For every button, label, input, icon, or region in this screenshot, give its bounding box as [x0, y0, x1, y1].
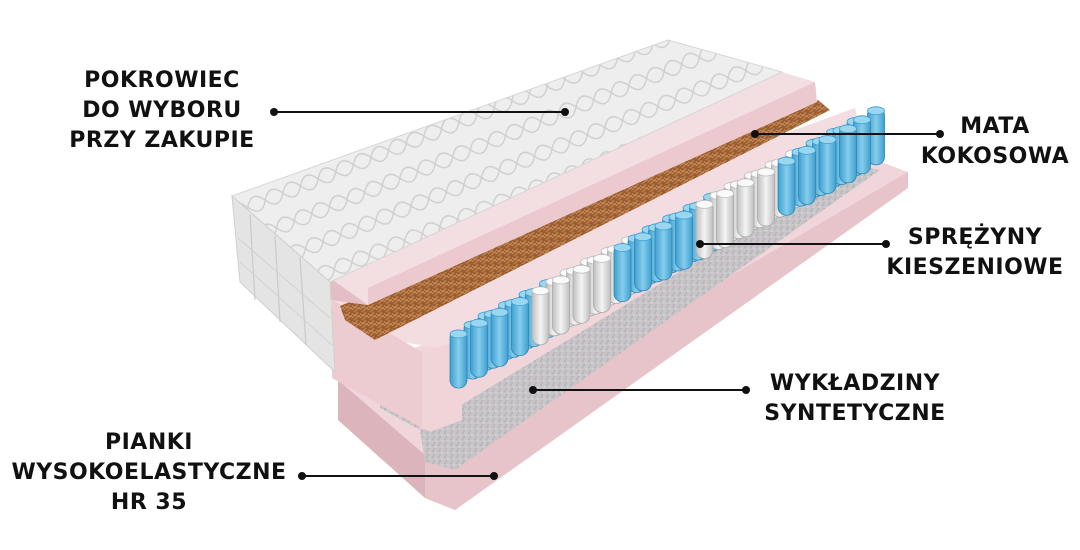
felt-label-line-1: WYKŁADZINY: [769, 371, 941, 396]
spring-coil: [449, 329, 468, 389]
spring-coil: [818, 135, 837, 195]
spring-coil: [470, 318, 488, 378]
spring-coil: [695, 199, 714, 259]
spring-coil: [839, 124, 857, 184]
springs-label-line-1: SPRĘŻYNY: [907, 225, 1043, 250]
cover-leader-dot: [270, 108, 278, 116]
coconut-label-line-1: MATA: [960, 114, 1030, 139]
spring-coil: [654, 221, 673, 281]
cover-label: POKROWIEC DO WYBORU PRZY ZAKUPIE: [62, 66, 262, 156]
coconut-mat-layer: [340, 100, 830, 340]
spring-coil: [757, 167, 775, 227]
leader-lines: [270, 108, 944, 480]
foam-label-line-1: PIANKI: [105, 430, 193, 455]
cover-label-line-2: DO WYBORU: [82, 98, 242, 123]
quilted-cover: [231, 39, 784, 374]
spring-coil: [777, 156, 796, 216]
cover-label-line-3: PRZY ZAKUPIE: [69, 128, 255, 153]
felt-label-line-2: SYNTETYCZNE: [764, 401, 946, 426]
spring-coil: [490, 307, 509, 367]
cover-label-line-1: POKROWIEC: [84, 68, 240, 93]
spring-coil: [634, 232, 652, 292]
spring-coil: [613, 243, 632, 303]
spring-coil: [511, 297, 529, 357]
foam-label-line-3: HR 35: [110, 490, 188, 515]
spring-coil: [675, 210, 693, 270]
spring-coil: [736, 178, 755, 238]
top-foam-layer: [330, 72, 817, 305]
spring-coil: [798, 145, 816, 205]
coconut-label-line-2: KOKOSOWA: [920, 144, 1070, 169]
pocket-springs: [449, 106, 885, 389]
spring-coil: [716, 189, 734, 249]
springs-label-line-2: KIESZENIOWE: [886, 255, 1064, 280]
spring-coil: [552, 275, 570, 335]
foam-label: PIANKI WYSOKOELASTYCZNE HR 35: [4, 428, 294, 518]
felt-label: WYKŁADZINY SYNTETYCZNE: [752, 369, 958, 429]
foam-label-line-2: WYSOKOELASTYCZNE: [11, 460, 287, 485]
springs-label: SPRĘŻYNY KIESZENIOWE: [878, 223, 1072, 283]
spring-coil: [572, 264, 591, 324]
spring-coil: [593, 253, 611, 313]
spring-coil: [531, 286, 550, 346]
coconut-mat-label: MATA KOKOSOWA: [910, 112, 1080, 172]
